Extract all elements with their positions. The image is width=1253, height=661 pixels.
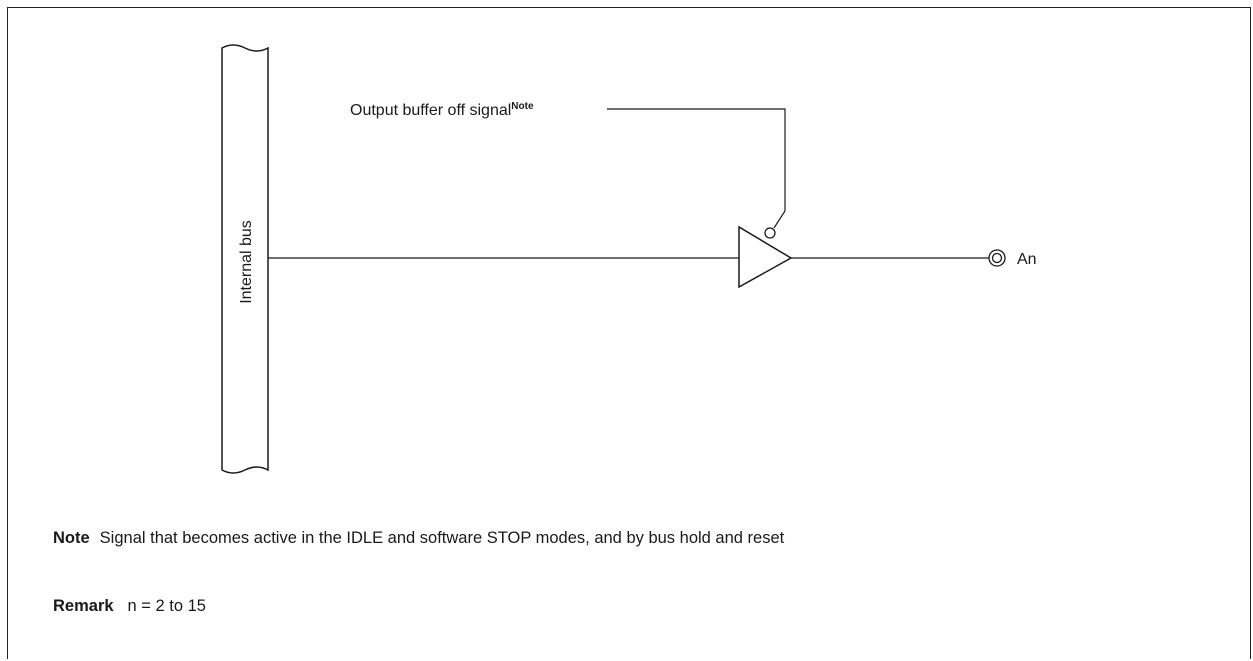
- remark-head: Remark: [53, 597, 114, 615]
- buffer-off-signal-label: Output buffer off signalNote: [350, 101, 534, 119]
- internal-bus-label: Internal bus: [238, 220, 255, 304]
- note-head: Note: [53, 529, 90, 547]
- note-text: Signal that becomes active in the IDLE a…: [99, 529, 785, 547]
- internal-bus: Internal bus: [221, 44, 269, 474]
- enable-inversion-bubble: [764, 227, 776, 239]
- buffer-off-signal-text: Output buffer off signal: [350, 102, 511, 119]
- remark-text: n = 2 to 15: [127, 597, 206, 615]
- pin-label: An: [1017, 251, 1037, 268]
- figure-frame: [7, 7, 1251, 659]
- pin-terminal-icon: [988, 249, 1006, 267]
- buffer-off-signal-line: [607, 108, 786, 229]
- output-buffer-symbol: [738, 225, 793, 289]
- note-footnote: Note Signal that becomes active in the ID…: [53, 529, 784, 548]
- buffer-off-signal-note-mark: Note: [511, 101, 534, 112]
- remark-footnote: Remark n = 2 to 15: [53, 597, 206, 616]
